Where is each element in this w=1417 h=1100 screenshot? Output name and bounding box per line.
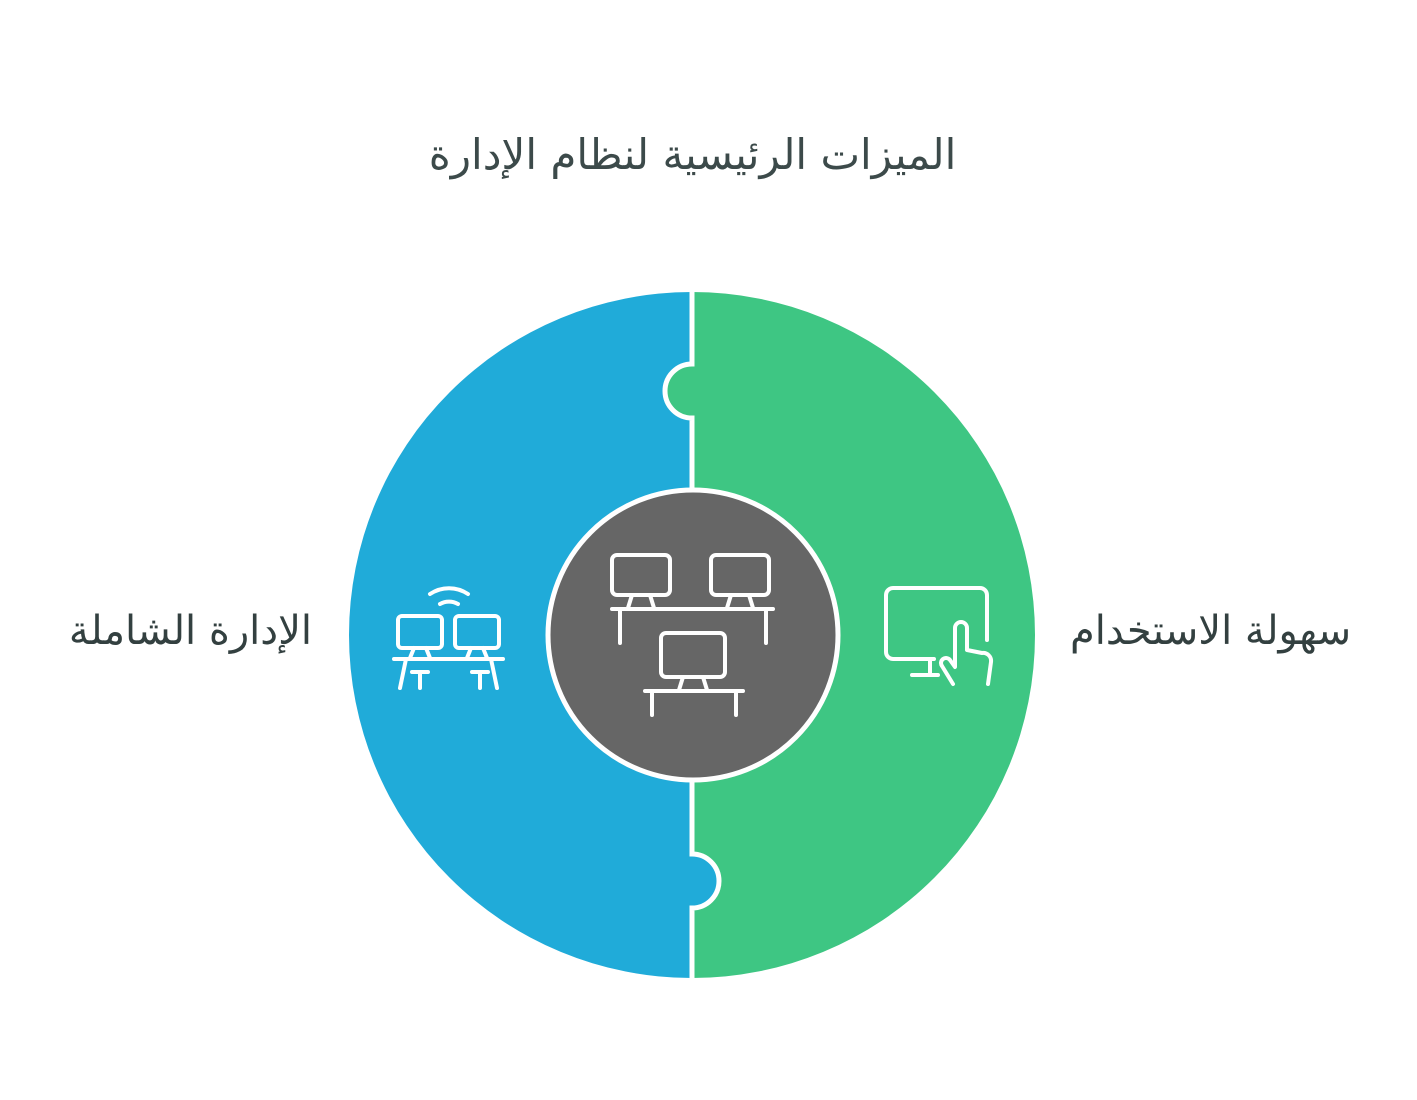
label-ease-of-use: سهولة الاستخدام [1070, 608, 1352, 654]
computer-network-icon [610, 553, 775, 717]
puzzle-piece-left [349, 292, 719, 978]
puzzle-piece-right [665, 292, 1035, 978]
touch-monitor-icon [884, 586, 994, 686]
diagram-title: الميزات الرئيسية لنظام الإدارة [428, 130, 957, 179]
networked-computers-icon [392, 586, 505, 690]
label-comprehensive-management: الإدارة الشاملة [68, 608, 312, 654]
